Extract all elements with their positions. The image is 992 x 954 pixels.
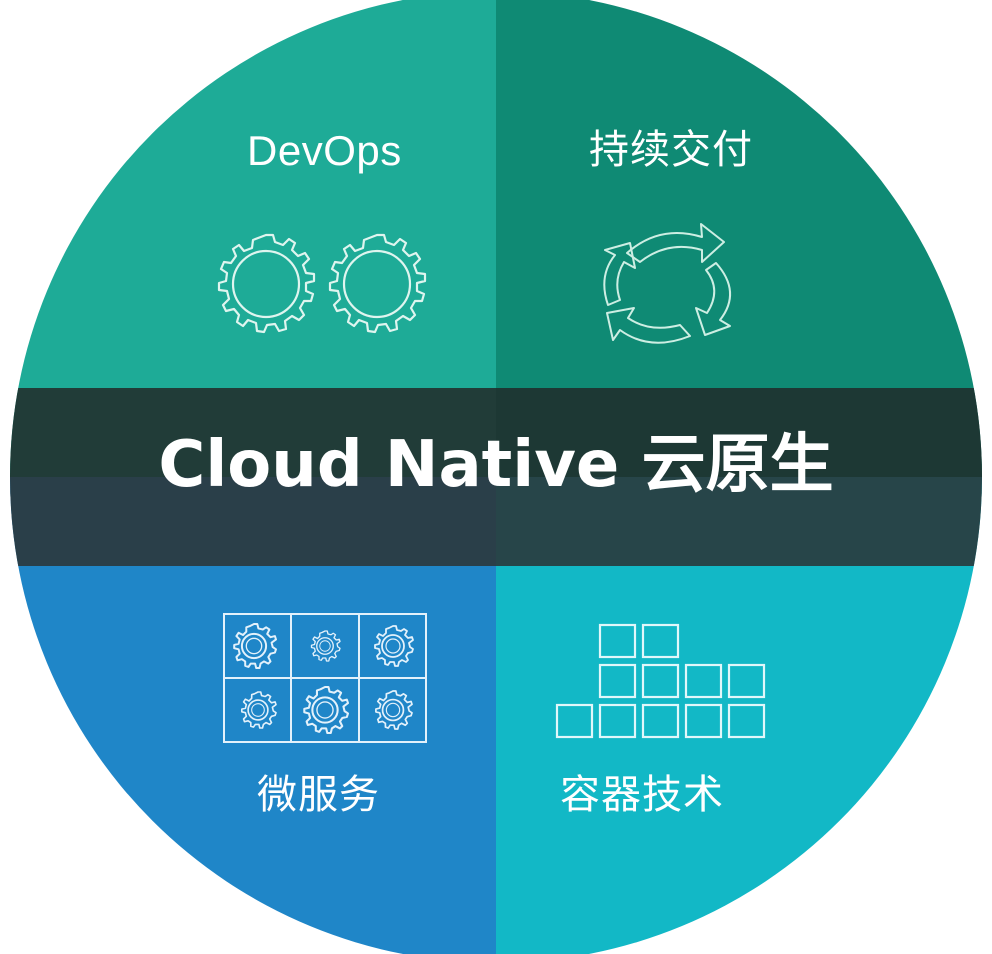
center-band-bottom-left xyxy=(10,477,496,566)
cycle-arrows-icon xyxy=(603,223,732,344)
label-devops: DevOps xyxy=(247,127,402,174)
center-band-top-right xyxy=(496,388,982,477)
label-continuous-delivery: 持续交付 xyxy=(589,127,753,173)
center-band-top-left xyxy=(10,388,496,477)
gear-grid-icon xyxy=(223,613,427,743)
container-blocks-icon xyxy=(555,623,766,739)
label-microservices: 微服务 xyxy=(257,772,380,818)
center-title: Cloud Native 云原生 xyxy=(158,428,834,502)
label-container-tech: 容器技术 xyxy=(560,772,724,818)
center-band-bottom-right xyxy=(496,477,982,566)
